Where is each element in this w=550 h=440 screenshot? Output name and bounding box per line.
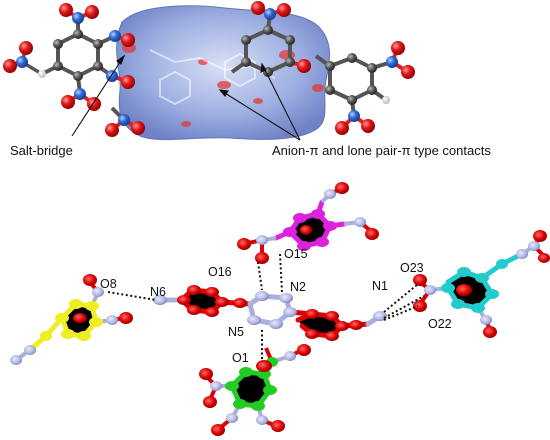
atom-label-o15: O15 (284, 247, 308, 261)
atom-label-o1: O1 (232, 351, 249, 365)
lower-nitro-fragment (105, 106, 145, 137)
n1-o23-contact (383, 283, 419, 313)
atom-label-n1: N1 (372, 279, 388, 293)
n1-o23-contact-2 (383, 295, 425, 319)
o8-n6-contact (107, 291, 157, 301)
o15-n2-contact (279, 253, 283, 293)
atom-label-n2: N2 (290, 280, 306, 294)
hirshfeld-surface (116, 5, 330, 141)
anion-pi-arrow-1 (261, 63, 301, 141)
anion-pi-label: Anion-π and lone pair-π type contacts (272, 143, 491, 158)
surface-contact-spots (122, 43, 324, 127)
salt-bridge-arrow (71, 55, 125, 137)
annotation-arrows (71, 54, 301, 141)
atom-label-o23: O23 (400, 261, 424, 275)
contact-dotted-lines (107, 253, 425, 362)
atom-label-o16: O16 (208, 265, 232, 279)
right-picrate-molecule (314, 41, 415, 135)
central-cation (153, 285, 387, 341)
hirshfeld-surface-panel: Salt-bridge Anion-π and lone pair-π type… (3, 1, 491, 158)
o16-n2-contact (257, 261, 263, 291)
green-picrate (199, 344, 311, 436)
atom-label-o22: O22 (428, 317, 452, 331)
crystal-packing-panel: O8 N6 O16 O15 N2 N1 O23 O22 N5 O1 (10, 182, 550, 436)
salt-bridge-label: Salt-bridge (10, 143, 73, 158)
yellow-picrate (10, 274, 133, 365)
inner-molecule-ghost (149, 49, 276, 106)
atom-label-o8: O8 (100, 277, 117, 291)
magenta-picrate (237, 182, 379, 264)
left-picrate-molecule (3, 3, 135, 111)
n1-o22-contact (383, 305, 419, 321)
anion-pi-arrow-2 (219, 89, 301, 141)
atom-label-n5: N5 (228, 325, 244, 339)
cyan-picrate (413, 230, 550, 338)
atom-label-n6: N6 (150, 285, 166, 299)
